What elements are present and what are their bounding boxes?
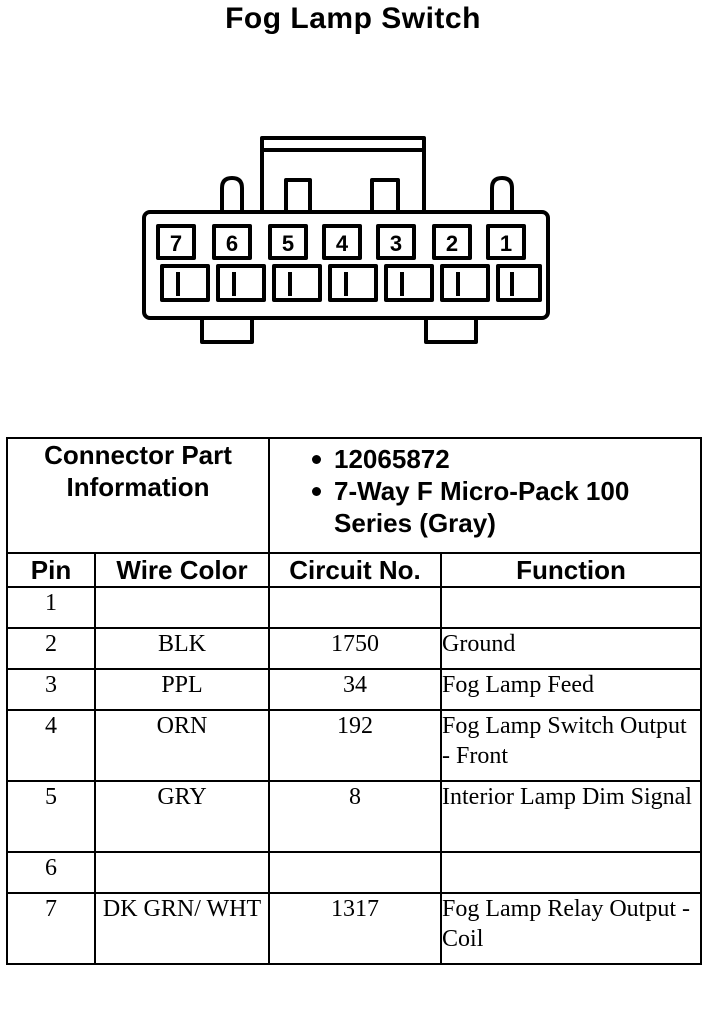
- pin-cell: 3: [6, 668, 96, 711]
- pin-cell: 7: [6, 892, 96, 965]
- pin-label-4: 4: [336, 231, 349, 256]
- function-cell: Fog Lamp Switch Output - Front: [440, 709, 703, 782]
- circuit-cell: 34: [268, 668, 443, 711]
- part-number: 12065872: [310, 443, 700, 475]
- wire-color-cell: [93, 851, 271, 894]
- pin-cell: 2: [6, 627, 96, 670]
- connector-info: 12065872 7-Way F Micro-Pack 100 Series (…: [268, 437, 703, 554]
- connector-latch: [260, 136, 426, 210]
- connector-diagram: 7 6 5 4 3 2 1: [142, 136, 550, 344]
- function-cell: Fog Lamp Relay Output - Coil: [440, 892, 703, 965]
- wire-color-cell: ORN: [93, 709, 271, 782]
- circuit-cell: 8: [268, 780, 443, 853]
- table-row: 1: [6, 586, 703, 629]
- bottom-tab-right: [424, 318, 478, 344]
- terminal-cavities: [160, 264, 542, 302]
- diagram-title: Fog Lamp Switch: [225, 2, 481, 35]
- pin-cell: 1: [6, 586, 96, 629]
- table-row: 4 ORN 192 Fog Lamp Switch Output - Front: [6, 709, 703, 782]
- function-cell: Fog Lamp Feed: [440, 668, 703, 711]
- function-cell: [440, 851, 703, 894]
- pin-boxes: [156, 224, 526, 260]
- left-guide-post: [220, 176, 244, 214]
- right-guide-post: [490, 176, 514, 214]
- pinout-table: Connector Part Information 12065872 7-Wa…: [5, 437, 703, 965]
- circuit-cell: [268, 586, 443, 629]
- pin-label-6: 6: [226, 231, 238, 256]
- pin-label-5: 5: [282, 231, 294, 256]
- table-row: 5 GRY 8 Interior Lamp Dim Signal: [6, 780, 703, 853]
- circuit-cell: 1750: [268, 627, 443, 670]
- circuit-cell: 192: [268, 709, 443, 782]
- wire-color-cell: GRY: [93, 780, 271, 853]
- function-header: Function: [440, 552, 703, 588]
- pin-header: Pin: [6, 552, 96, 588]
- function-cell: [440, 586, 703, 629]
- pin-label-3: 3: [390, 231, 402, 256]
- wire-color-cell: DK GRN/ WHT: [93, 892, 271, 965]
- wire-color-cell: [93, 586, 271, 629]
- wire-color-header: Wire Color: [93, 552, 271, 588]
- pin-label-2: 2: [446, 231, 458, 256]
- wire-color-cell: PPL: [93, 668, 271, 711]
- function-cell: Interior Lamp Dim Signal: [440, 780, 703, 853]
- connector-info-label: Connector Part Information: [5, 437, 271, 554]
- pin-label-1: 1: [500, 231, 512, 256]
- table-row: 7 DK GRN/ WHT 1317 Fog Lamp Relay Output…: [6, 892, 703, 965]
- connector-body: [142, 210, 550, 320]
- function-cell: Ground: [440, 627, 703, 670]
- circuit-cell: [268, 851, 443, 894]
- pin-label-7: 7: [170, 231, 182, 256]
- pin-cell: 4: [6, 709, 96, 782]
- connector-type: 7-Way F Micro-Pack 100 Series (Gray): [310, 475, 700, 539]
- pin-cell: 5: [6, 780, 96, 853]
- pin-cell: 6: [6, 851, 96, 894]
- circuit-header: Circuit No.: [268, 552, 443, 588]
- wire-color-cell: BLK: [93, 627, 271, 670]
- table-row: 2 BLK 1750 Ground: [6, 627, 703, 670]
- table-row: 6: [6, 851, 703, 894]
- bottom-tab-left: [200, 318, 254, 344]
- table-row: 3 PPL 34 Fog Lamp Feed: [6, 668, 703, 711]
- circuit-cell: 1317: [268, 892, 443, 965]
